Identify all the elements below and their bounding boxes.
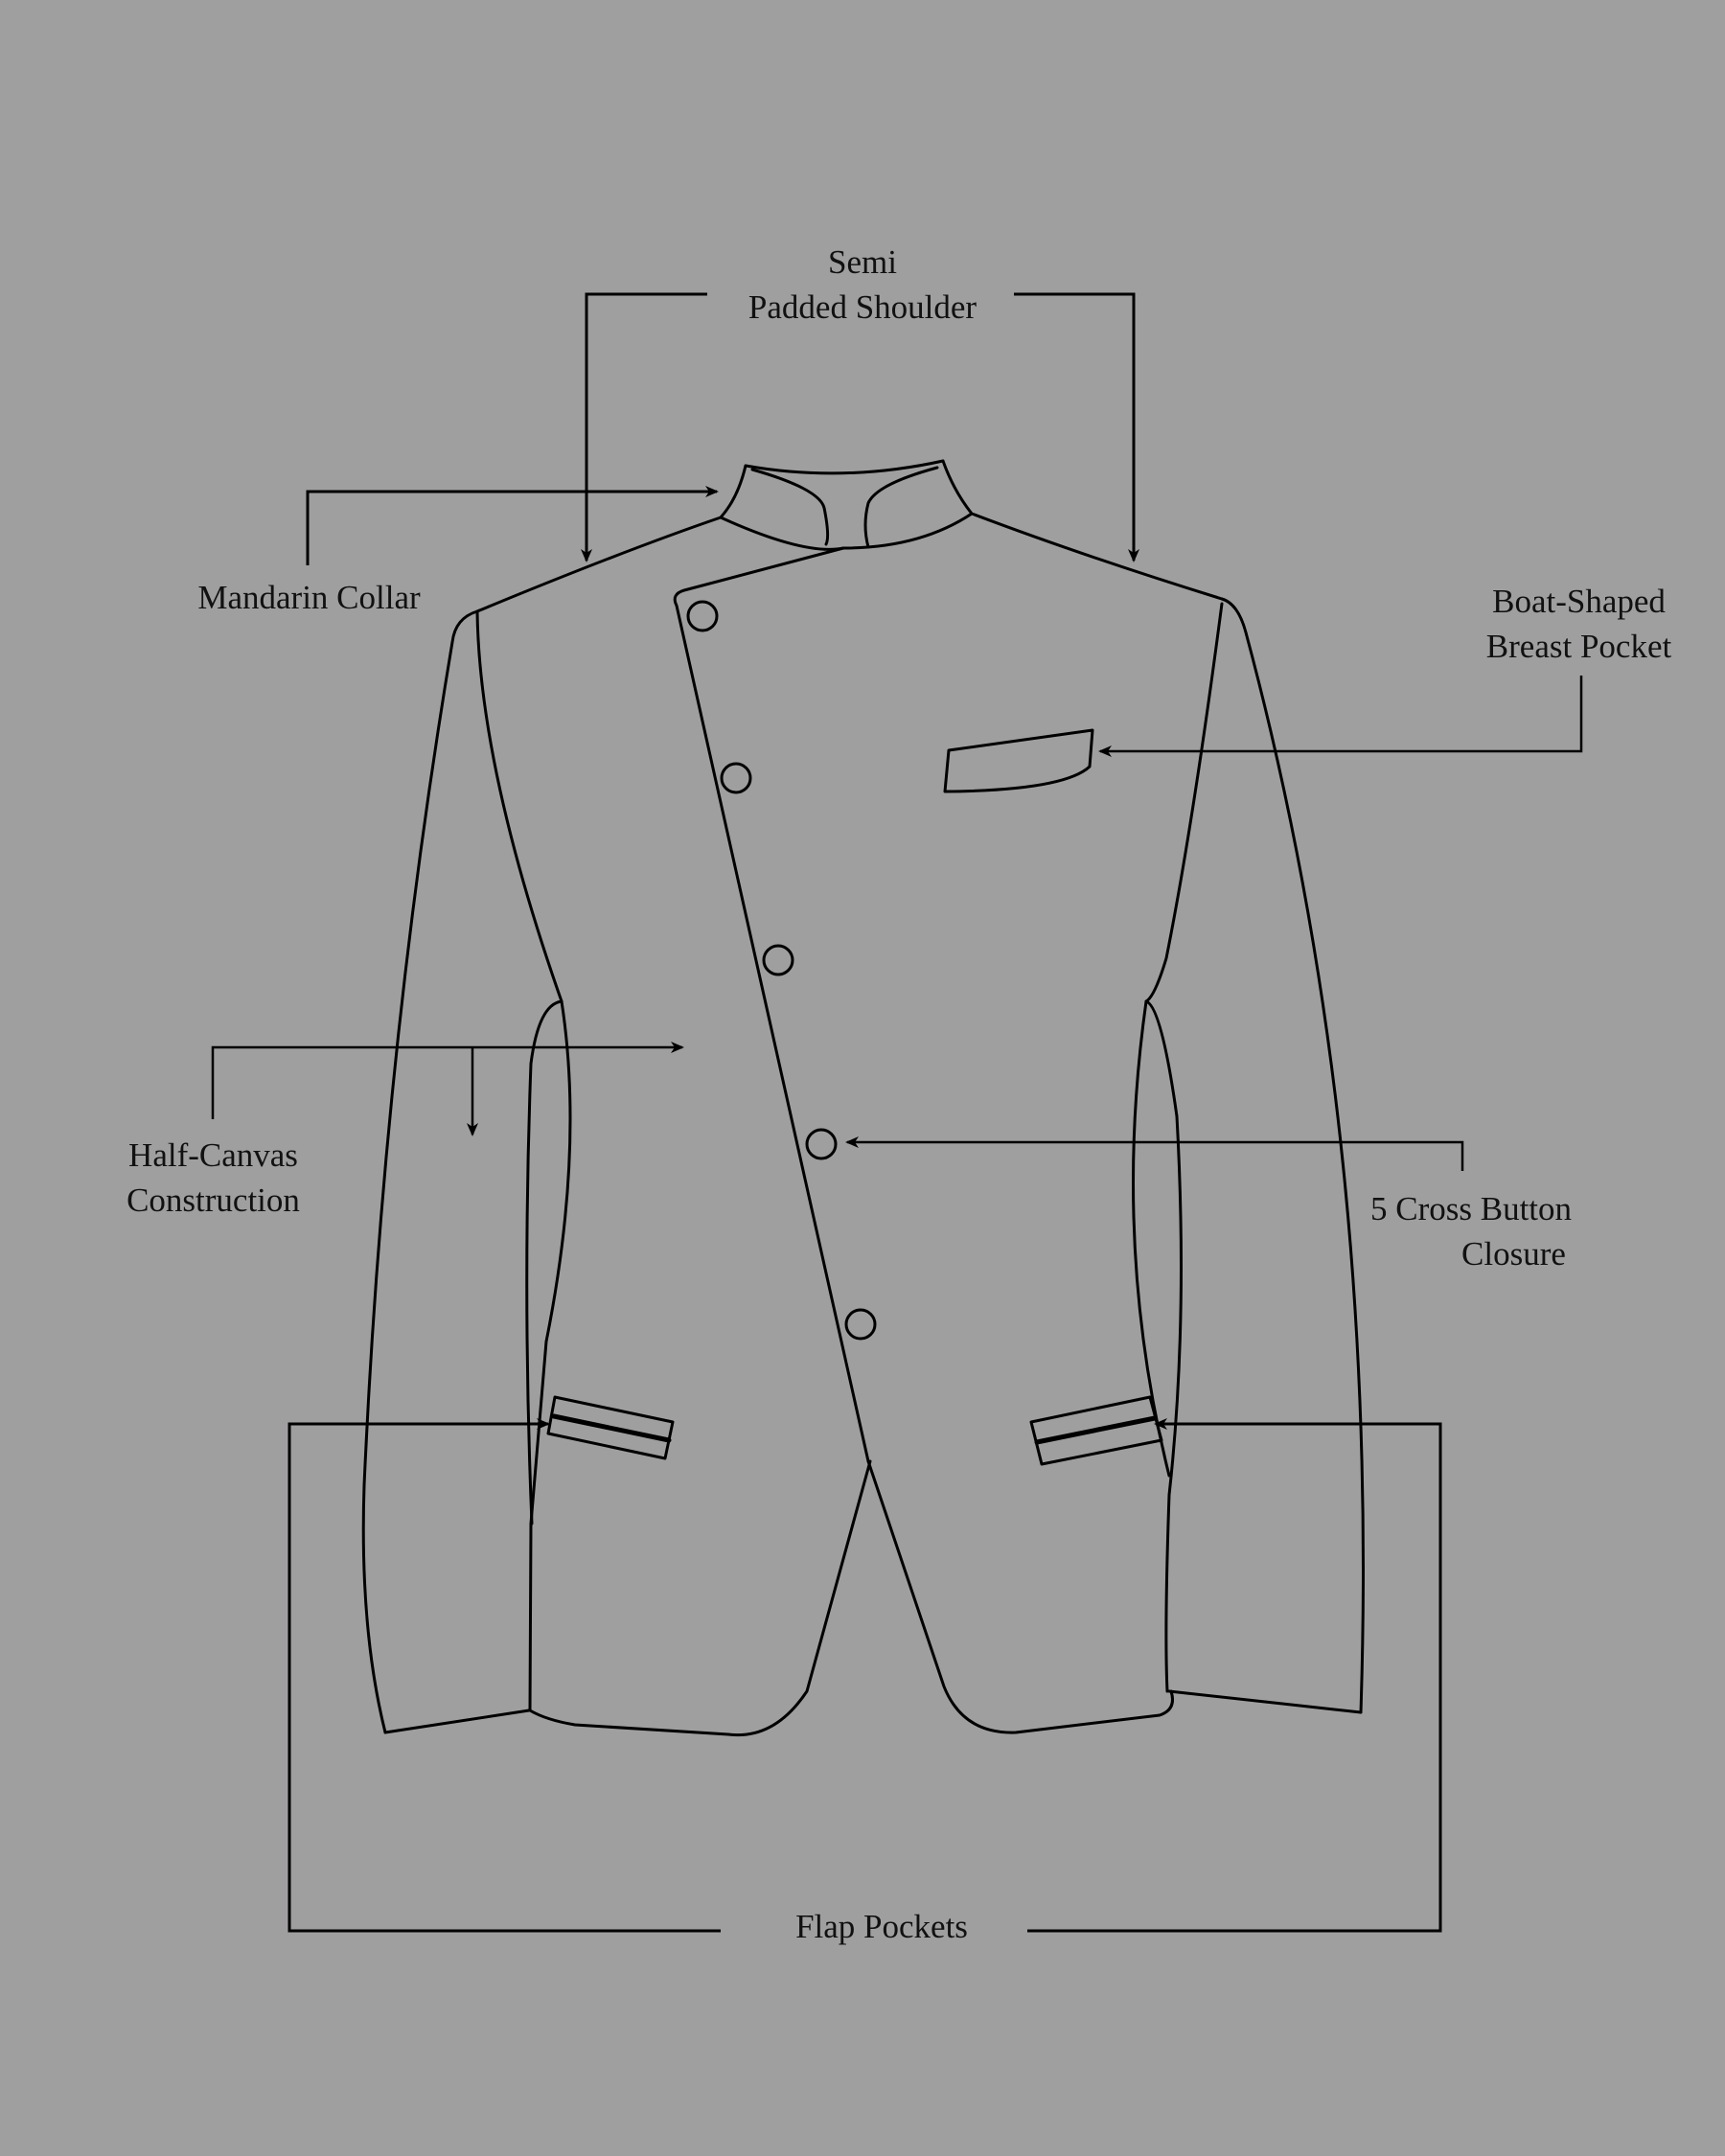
breast-pocket-shape <box>943 728 1094 793</box>
shoulder-leader-left <box>581 292 707 562</box>
label-line: Padded Shoulder <box>748 288 978 326</box>
flap-pocket-leader-left <box>288 1418 721 1933</box>
shoulder-leader-right <box>1014 292 1139 562</box>
collar-leader <box>306 486 719 565</box>
label-line: Half-Canvas <box>128 1136 298 1174</box>
label-boat-shaped-breast-pocket: Boat-Shaped Breast Pocket <box>1457 579 1701 669</box>
button-2 <box>720 762 752 794</box>
label-mandarin-collar: Mandarin Collar <box>153 575 465 620</box>
label-line: 5 Cross Button <box>1370 1190 1573 1227</box>
left-flap-pocket-shape <box>546 1395 675 1460</box>
half-canvas-leader <box>211 1042 684 1119</box>
button-5 <box>844 1308 877 1341</box>
buttons-group <box>686 600 877 1341</box>
label-semi-padded-shoulder: Semi Padded Shoulder <box>709 240 1016 330</box>
label-line: Semi <box>828 243 897 281</box>
jacket-body-outline <box>361 512 1365 1737</box>
button-4 <box>805 1128 838 1160</box>
label-line: Breast Pocket <box>1485 628 1672 665</box>
label-line: Mandarin Collar <box>197 579 421 616</box>
label-line: Boat-Shaped <box>1492 583 1666 620</box>
flap-pocket-leader-right <box>1027 1418 1442 1933</box>
button-1 <box>686 600 719 632</box>
label-line: Flap Pockets <box>795 1908 968 1945</box>
button-closure-leader <box>845 1136 1464 1171</box>
button-3 <box>762 944 794 976</box>
label-line: Closure <box>1461 1235 1566 1273</box>
right-flap-pocket-shape <box>1029 1395 1163 1466</box>
label-flap-pockets: Flap Pockets <box>738 1904 1025 1949</box>
label-line: Construction <box>126 1181 300 1219</box>
label-cross-button-closure: 5 Cross Button Closure <box>1370 1186 1634 1276</box>
mandarin-collar-shape <box>719 459 974 551</box>
label-half-canvas-construction: Half-Canvas Construction <box>96 1133 331 1223</box>
breast-pocket-leader <box>1098 676 1583 757</box>
